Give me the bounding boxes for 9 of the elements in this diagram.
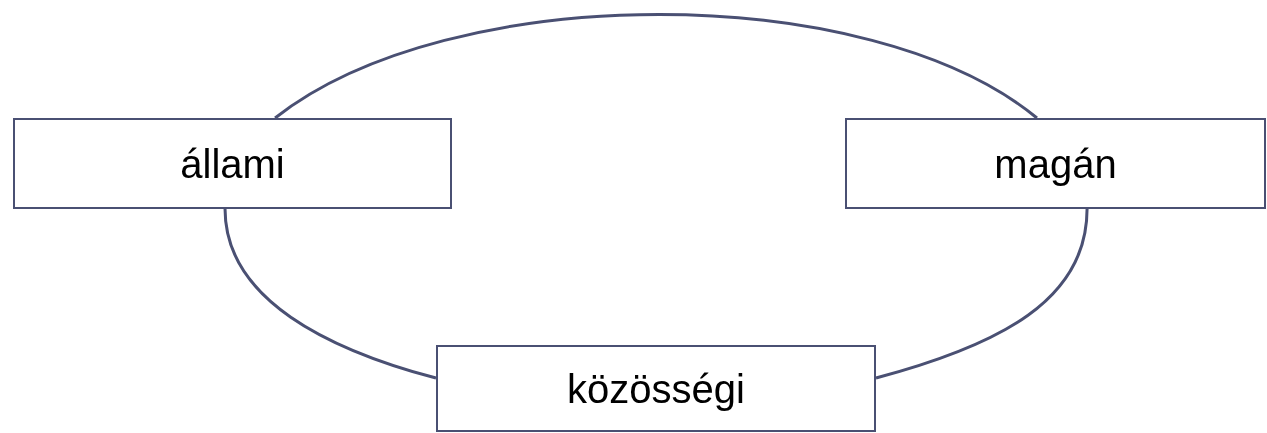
box-label: állami	[180, 140, 285, 188]
box-label: közösségi	[567, 365, 745, 413]
label-box	[845, 118, 1266, 209]
connector-line	[875, 208, 1089, 380]
connector-line	[223, 208, 437, 380]
connector-line	[274, 13, 1038, 120]
label-box	[436, 345, 876, 432]
label-box	[13, 118, 452, 209]
box-label: magán	[994, 140, 1117, 188]
